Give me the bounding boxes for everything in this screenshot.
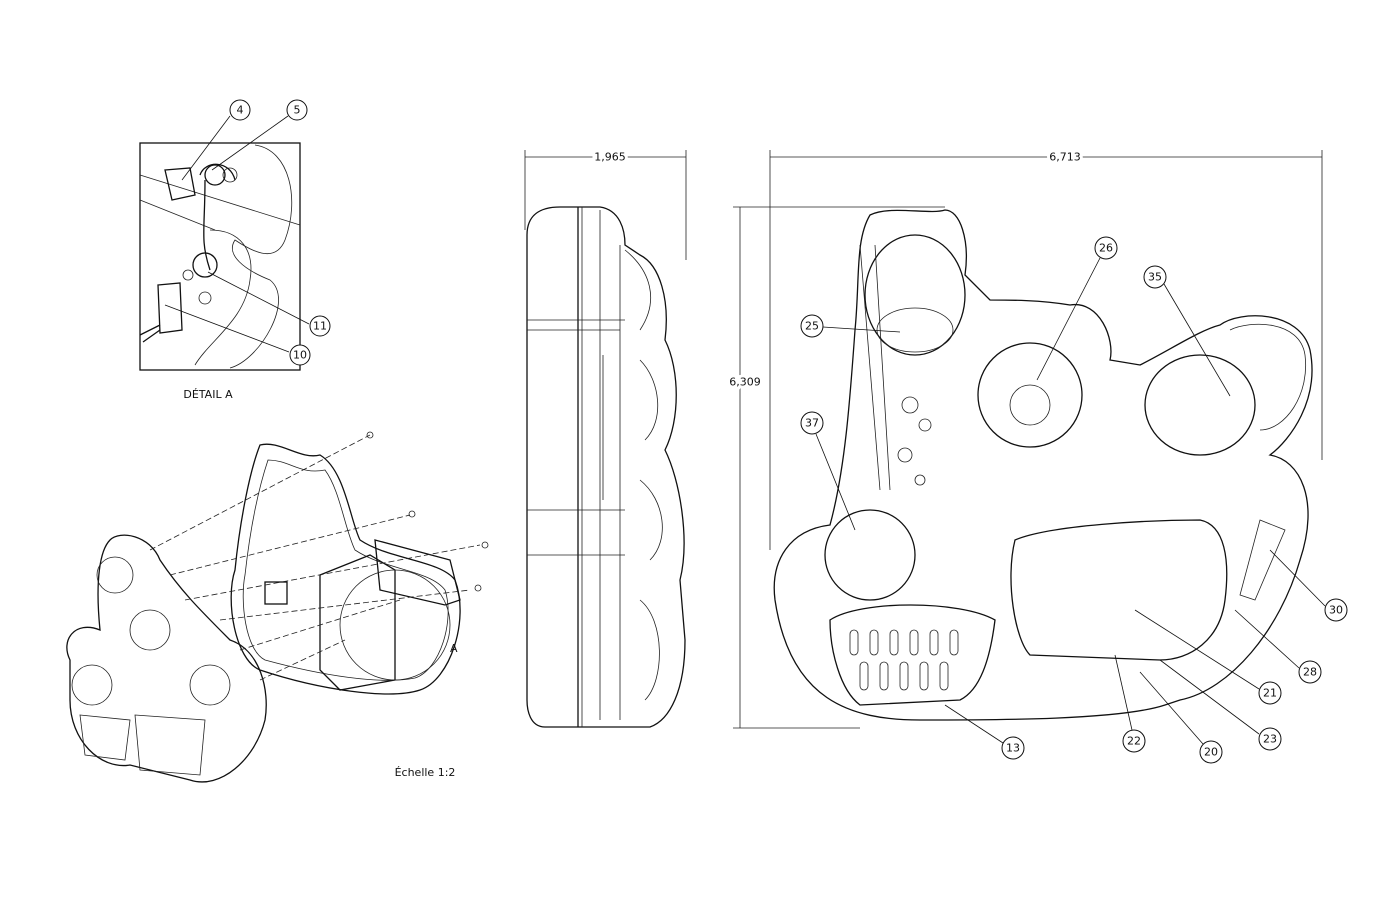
view-marker: A [450, 642, 458, 655]
detail-title: DÉTAIL A [183, 388, 233, 401]
detail-balloon-10: 10 [164, 304, 311, 366]
svg-text:28: 28 [1303, 666, 1317, 679]
balloon-25: 25 [800, 314, 901, 338]
balloon-23: 23 [1159, 659, 1282, 751]
svg-text:35: 35 [1148, 271, 1162, 284]
svg-text:5: 5 [294, 104, 301, 117]
balloon-22: 22 [1114, 654, 1146, 753]
svg-text:22: 22 [1127, 735, 1141, 748]
svg-text:30: 30 [1329, 604, 1343, 617]
detail-balloon-11: 11 [207, 271, 331, 337]
detail-a-view [139, 142, 301, 371]
side-width-dimension: 1,965 [594, 151, 626, 164]
svg-text:26: 26 [1099, 242, 1113, 255]
scale-label: Échelle 1:2 [395, 766, 456, 779]
balloon-28: 28 [1234, 609, 1322, 684]
svg-text:11: 11 [313, 320, 327, 333]
detail-balloon-5: 5 [211, 99, 308, 171]
balloon-26: 26 [1036, 236, 1118, 381]
detail-balloon-4: 4 [181, 99, 251, 181]
balloon-35: 35 [1143, 265, 1231, 397]
front-view [733, 150, 1323, 729]
balloon-20: 20 [1139, 671, 1223, 764]
exploded-view [66, 431, 489, 783]
balloon-37: 37 [800, 411, 856, 531]
svg-text:21: 21 [1263, 687, 1277, 700]
svg-text:37: 37 [805, 417, 819, 430]
svg-text:20: 20 [1204, 746, 1218, 759]
svg-text:10: 10 [293, 349, 307, 362]
side-view [524, 150, 687, 728]
svg-text:23: 23 [1263, 733, 1277, 746]
balloon-13: 13 [944, 704, 1025, 760]
front-height-dimension: 6,309 [729, 376, 761, 389]
svg-text:4: 4 [237, 104, 244, 117]
balloon-30: 30 [1269, 549, 1348, 622]
svg-text:25: 25 [805, 320, 819, 333]
balloon-21: 21 [1134, 609, 1282, 705]
front-width-dimension: 6,713 [1049, 151, 1081, 164]
svg-text:13: 13 [1006, 742, 1020, 755]
